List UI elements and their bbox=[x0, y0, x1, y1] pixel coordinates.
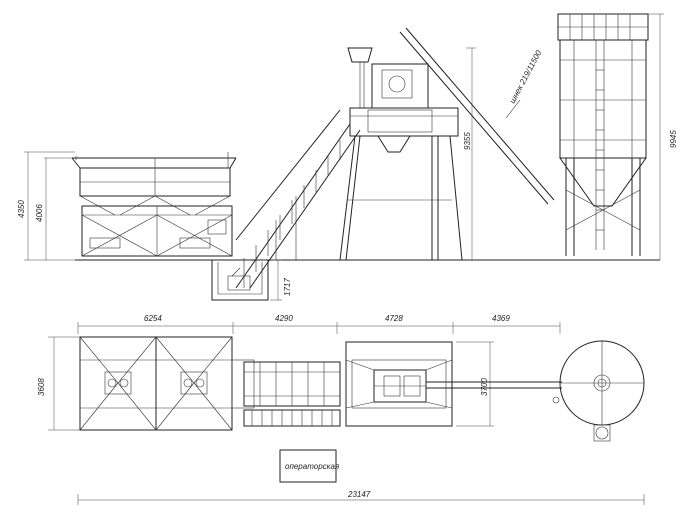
side-elevation: 4350 4006 1717 bbox=[17, 13, 678, 301]
mixer-tower: 9355 bbox=[339, 47, 476, 261]
operator-room-label: операторская bbox=[285, 462, 340, 471]
dim-silo-length: 4369 bbox=[492, 314, 510, 323]
conveyor-plan bbox=[243, 361, 341, 427]
dim-hopper-height: 4006 bbox=[35, 204, 44, 222]
screw-label: шнек 219/11500 bbox=[508, 48, 544, 105]
dim-total-length: 23147 bbox=[347, 490, 371, 499]
inclined-conveyor bbox=[235, 109, 361, 289]
dim-total-height: 4350 bbox=[17, 200, 26, 218]
dim-bin-width: 3608 bbox=[37, 378, 46, 396]
dim-silo-height: 9945 bbox=[669, 130, 678, 148]
total-length-dim: 23147 bbox=[77, 490, 645, 505]
hopper-height-dims: 4350 4006 bbox=[17, 151, 75, 261]
aggregate-bin-plan bbox=[79, 336, 255, 431]
screw-plan bbox=[426, 381, 562, 389]
dim-conveyor-length: 4290 bbox=[275, 314, 293, 323]
mixer-plan: 3700 bbox=[345, 341, 494, 427]
cement-silo: 9945 bbox=[557, 13, 678, 260]
dim-mixer-width: 3700 bbox=[480, 378, 489, 396]
dim-pit-depth: 1717 bbox=[283, 278, 292, 296]
conveyor-pit: 1717 bbox=[211, 259, 292, 301]
dim-mixer-length: 4728 bbox=[385, 314, 403, 323]
bin-width-dim: 3608 bbox=[37, 336, 80, 431]
operator-room: операторская bbox=[279, 449, 340, 483]
dim-mixer-height: 9355 bbox=[463, 132, 472, 150]
plan-view: 6254 4290 4728 4369 3608 bbox=[37, 314, 645, 505]
plan-length-dims: 6254 4290 4728 4369 bbox=[77, 314, 561, 334]
silo-plan bbox=[552, 340, 645, 442]
dim-aggregate-bin-length: 6254 bbox=[144, 314, 162, 323]
aggregate-bin-elevation bbox=[71, 152, 237, 257]
